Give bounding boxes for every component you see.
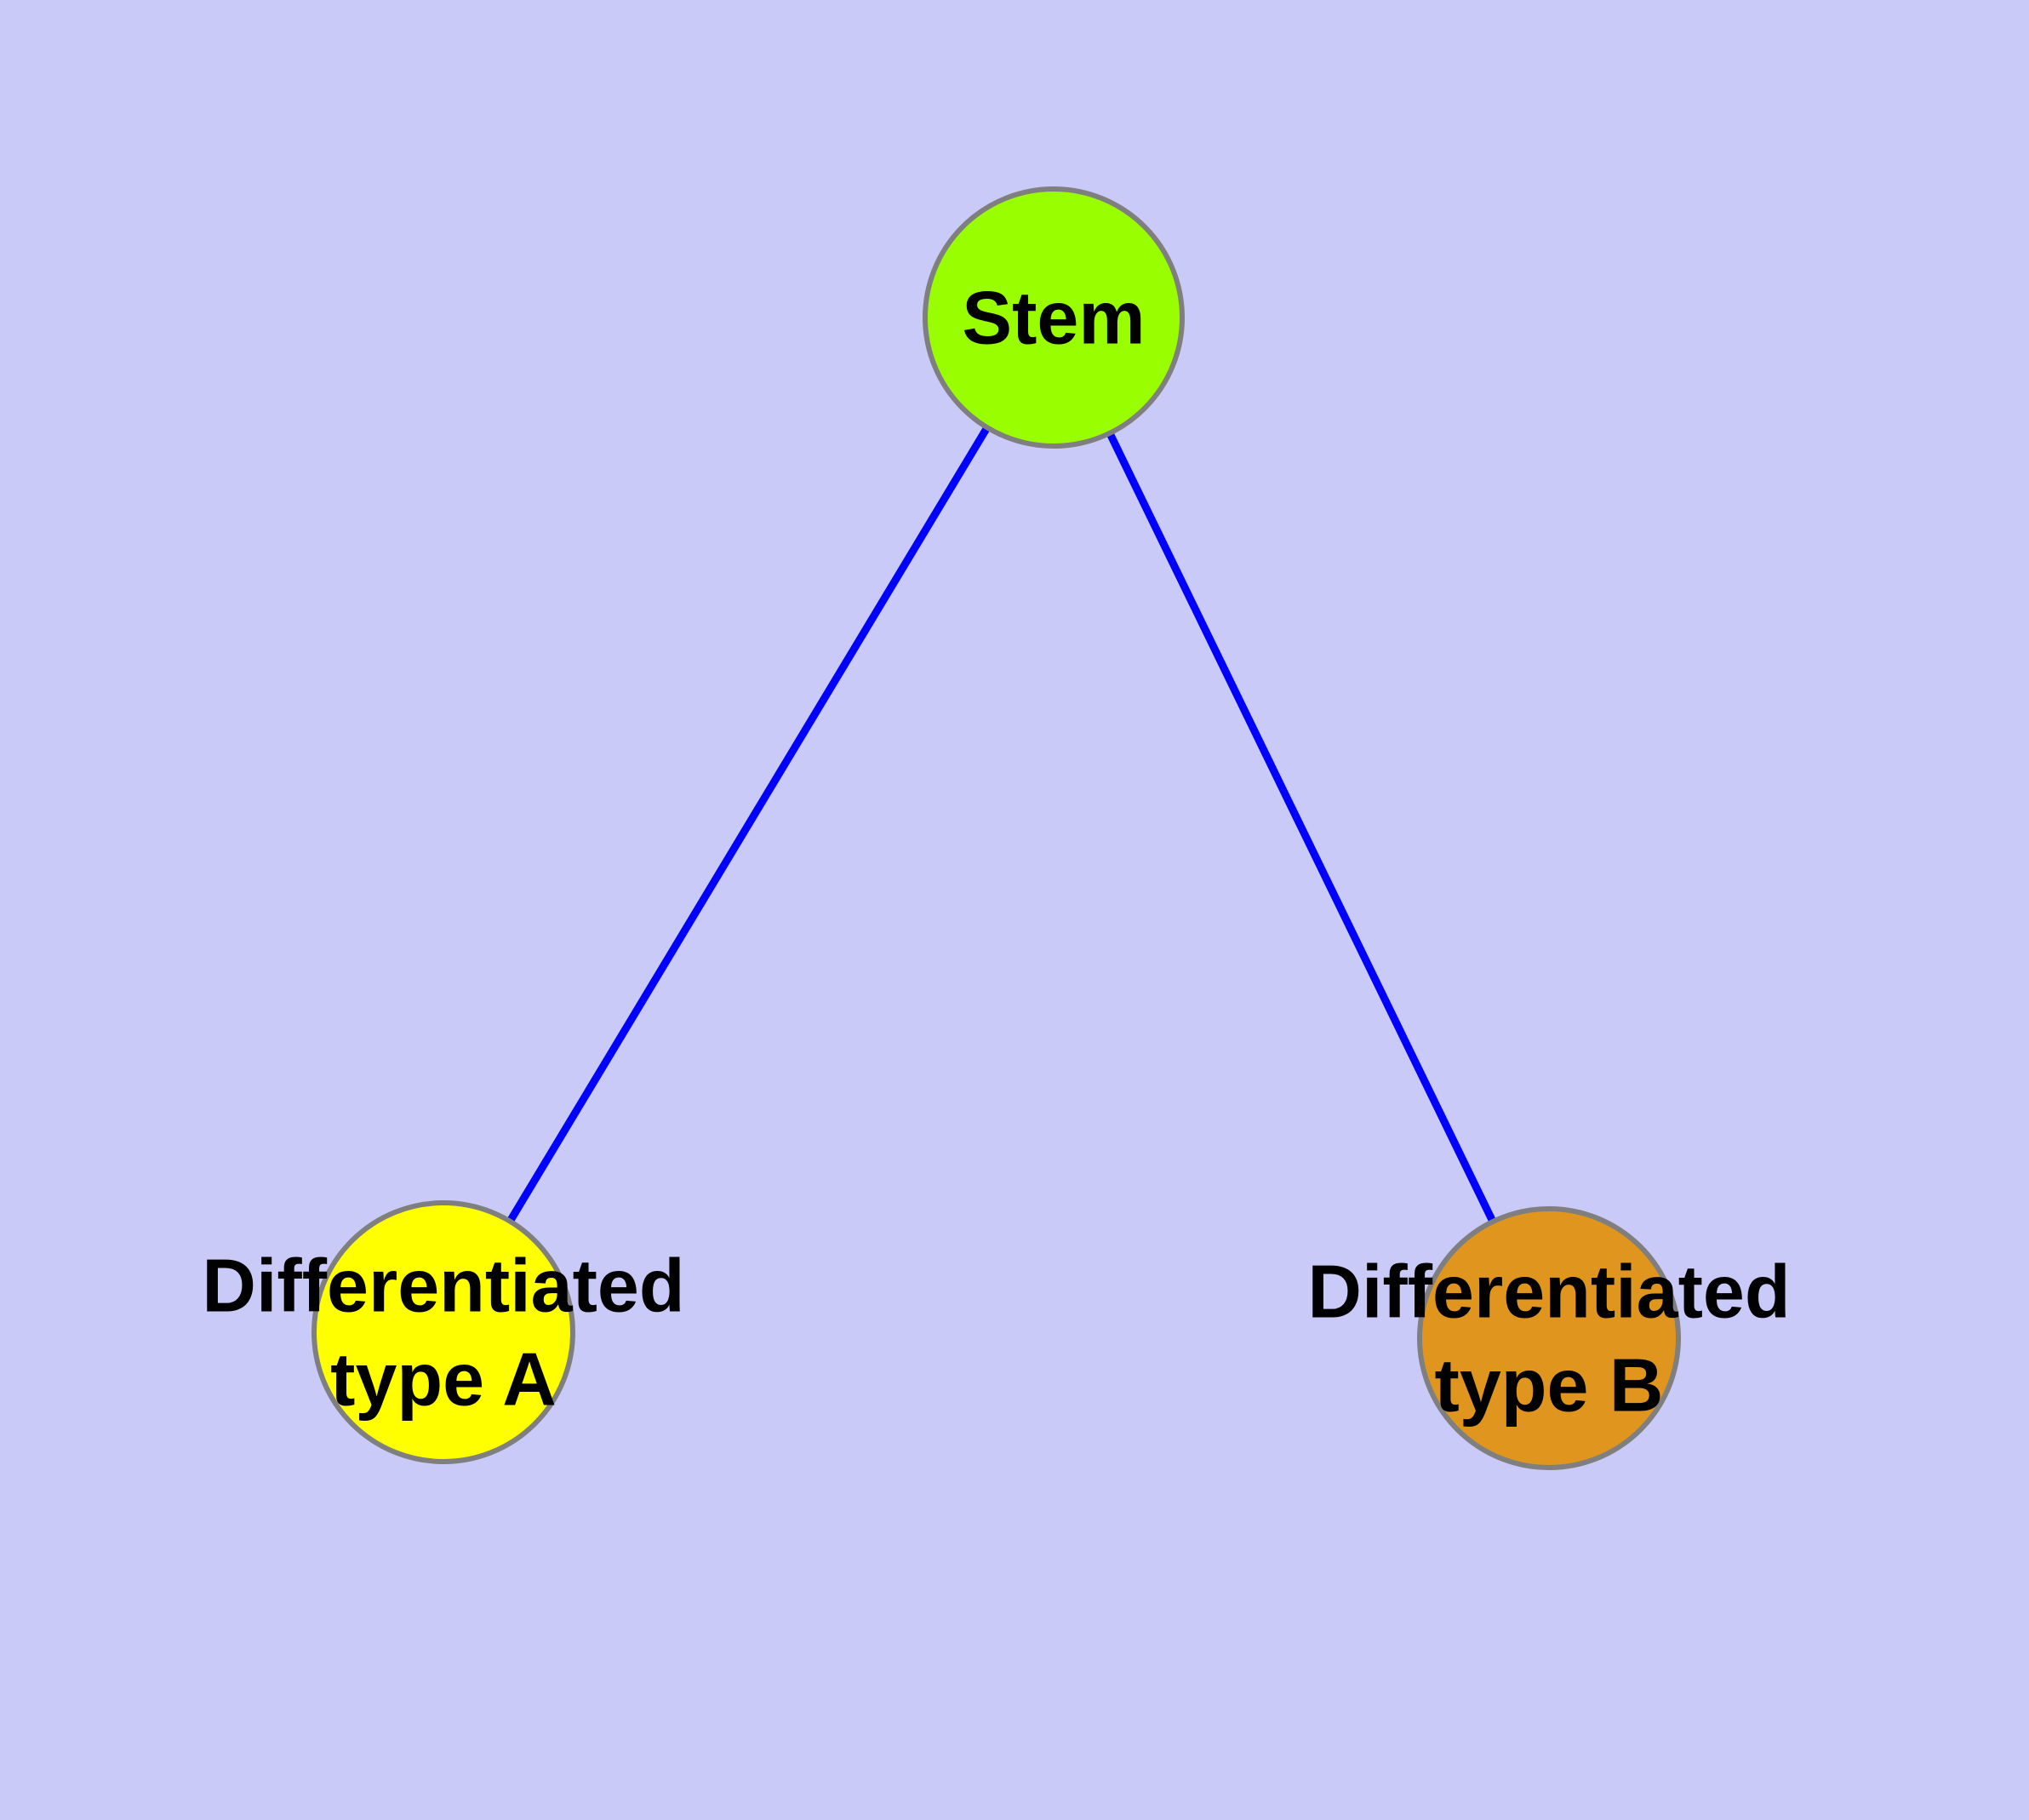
stem-node-circle	[923, 186, 1185, 449]
differentiated-type-b-label-line-2: type B	[1435, 1343, 1664, 1428]
edge-stem-to-type-a	[506, 425, 991, 1224]
edge-layer	[506, 425, 1497, 1224]
differentiated-type-b-label-line-1: Differentiated	[1307, 1250, 1790, 1334]
differentiated-type-a-label-line-1: Differentiated	[202, 1244, 684, 1328]
differentiated-type-a-label-line-2: type A	[330, 1337, 557, 1422]
edge-stem-to-type-b	[1106, 432, 1497, 1223]
stem-node: Stem	[923, 186, 1185, 449]
differentiated-type-a-node: Differentiated type A	[202, 1200, 685, 1464]
differentiated-type-b-node: Differentiated type B	[1307, 1206, 1791, 1470]
differentiated-type-a-circle	[311, 1200, 575, 1464]
differentiated-type-b-circle	[1417, 1206, 1681, 1470]
stem-node-label: Stem	[962, 276, 1145, 360]
node-layer: Stem Differentiated type A Differentiate…	[202, 186, 1791, 1470]
